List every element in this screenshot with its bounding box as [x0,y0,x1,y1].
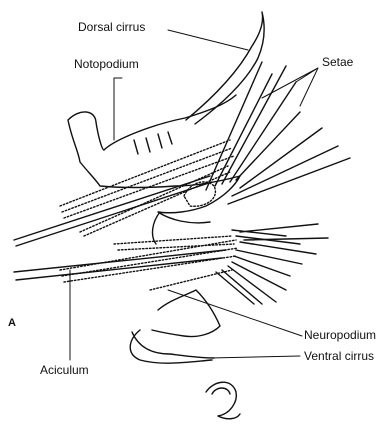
notopodium-hatching [134,132,172,154]
label-aciculum: Aciculum [40,363,89,377]
neuropodium-outline [132,212,220,358]
dorsal-cirrus-leader [168,30,248,50]
label-notopodium: Notopodium [74,57,139,71]
neuropodium-leader [168,290,302,336]
neuropodial-setae [216,224,328,304]
notopodium-leader [114,78,122,140]
setae-leader [262,68,318,106]
notopodial-setae [206,62,350,204]
ventral-cirrus-leader [210,356,300,358]
label-dorsal-cirrus: Dorsal cirrus [78,20,145,34]
label-neuropodium: Neuropodium [304,328,376,342]
panel-letter: A [8,317,16,329]
label-setae: Setae [322,55,354,69]
neuropodial-aciculum [60,236,238,290]
dorsal-cirrus-outline [186,12,264,124]
notopodium-outline [68,95,240,223]
label-ventral-cirrus: Ventral cirrus [304,349,374,363]
hooked-structure [206,382,240,419]
